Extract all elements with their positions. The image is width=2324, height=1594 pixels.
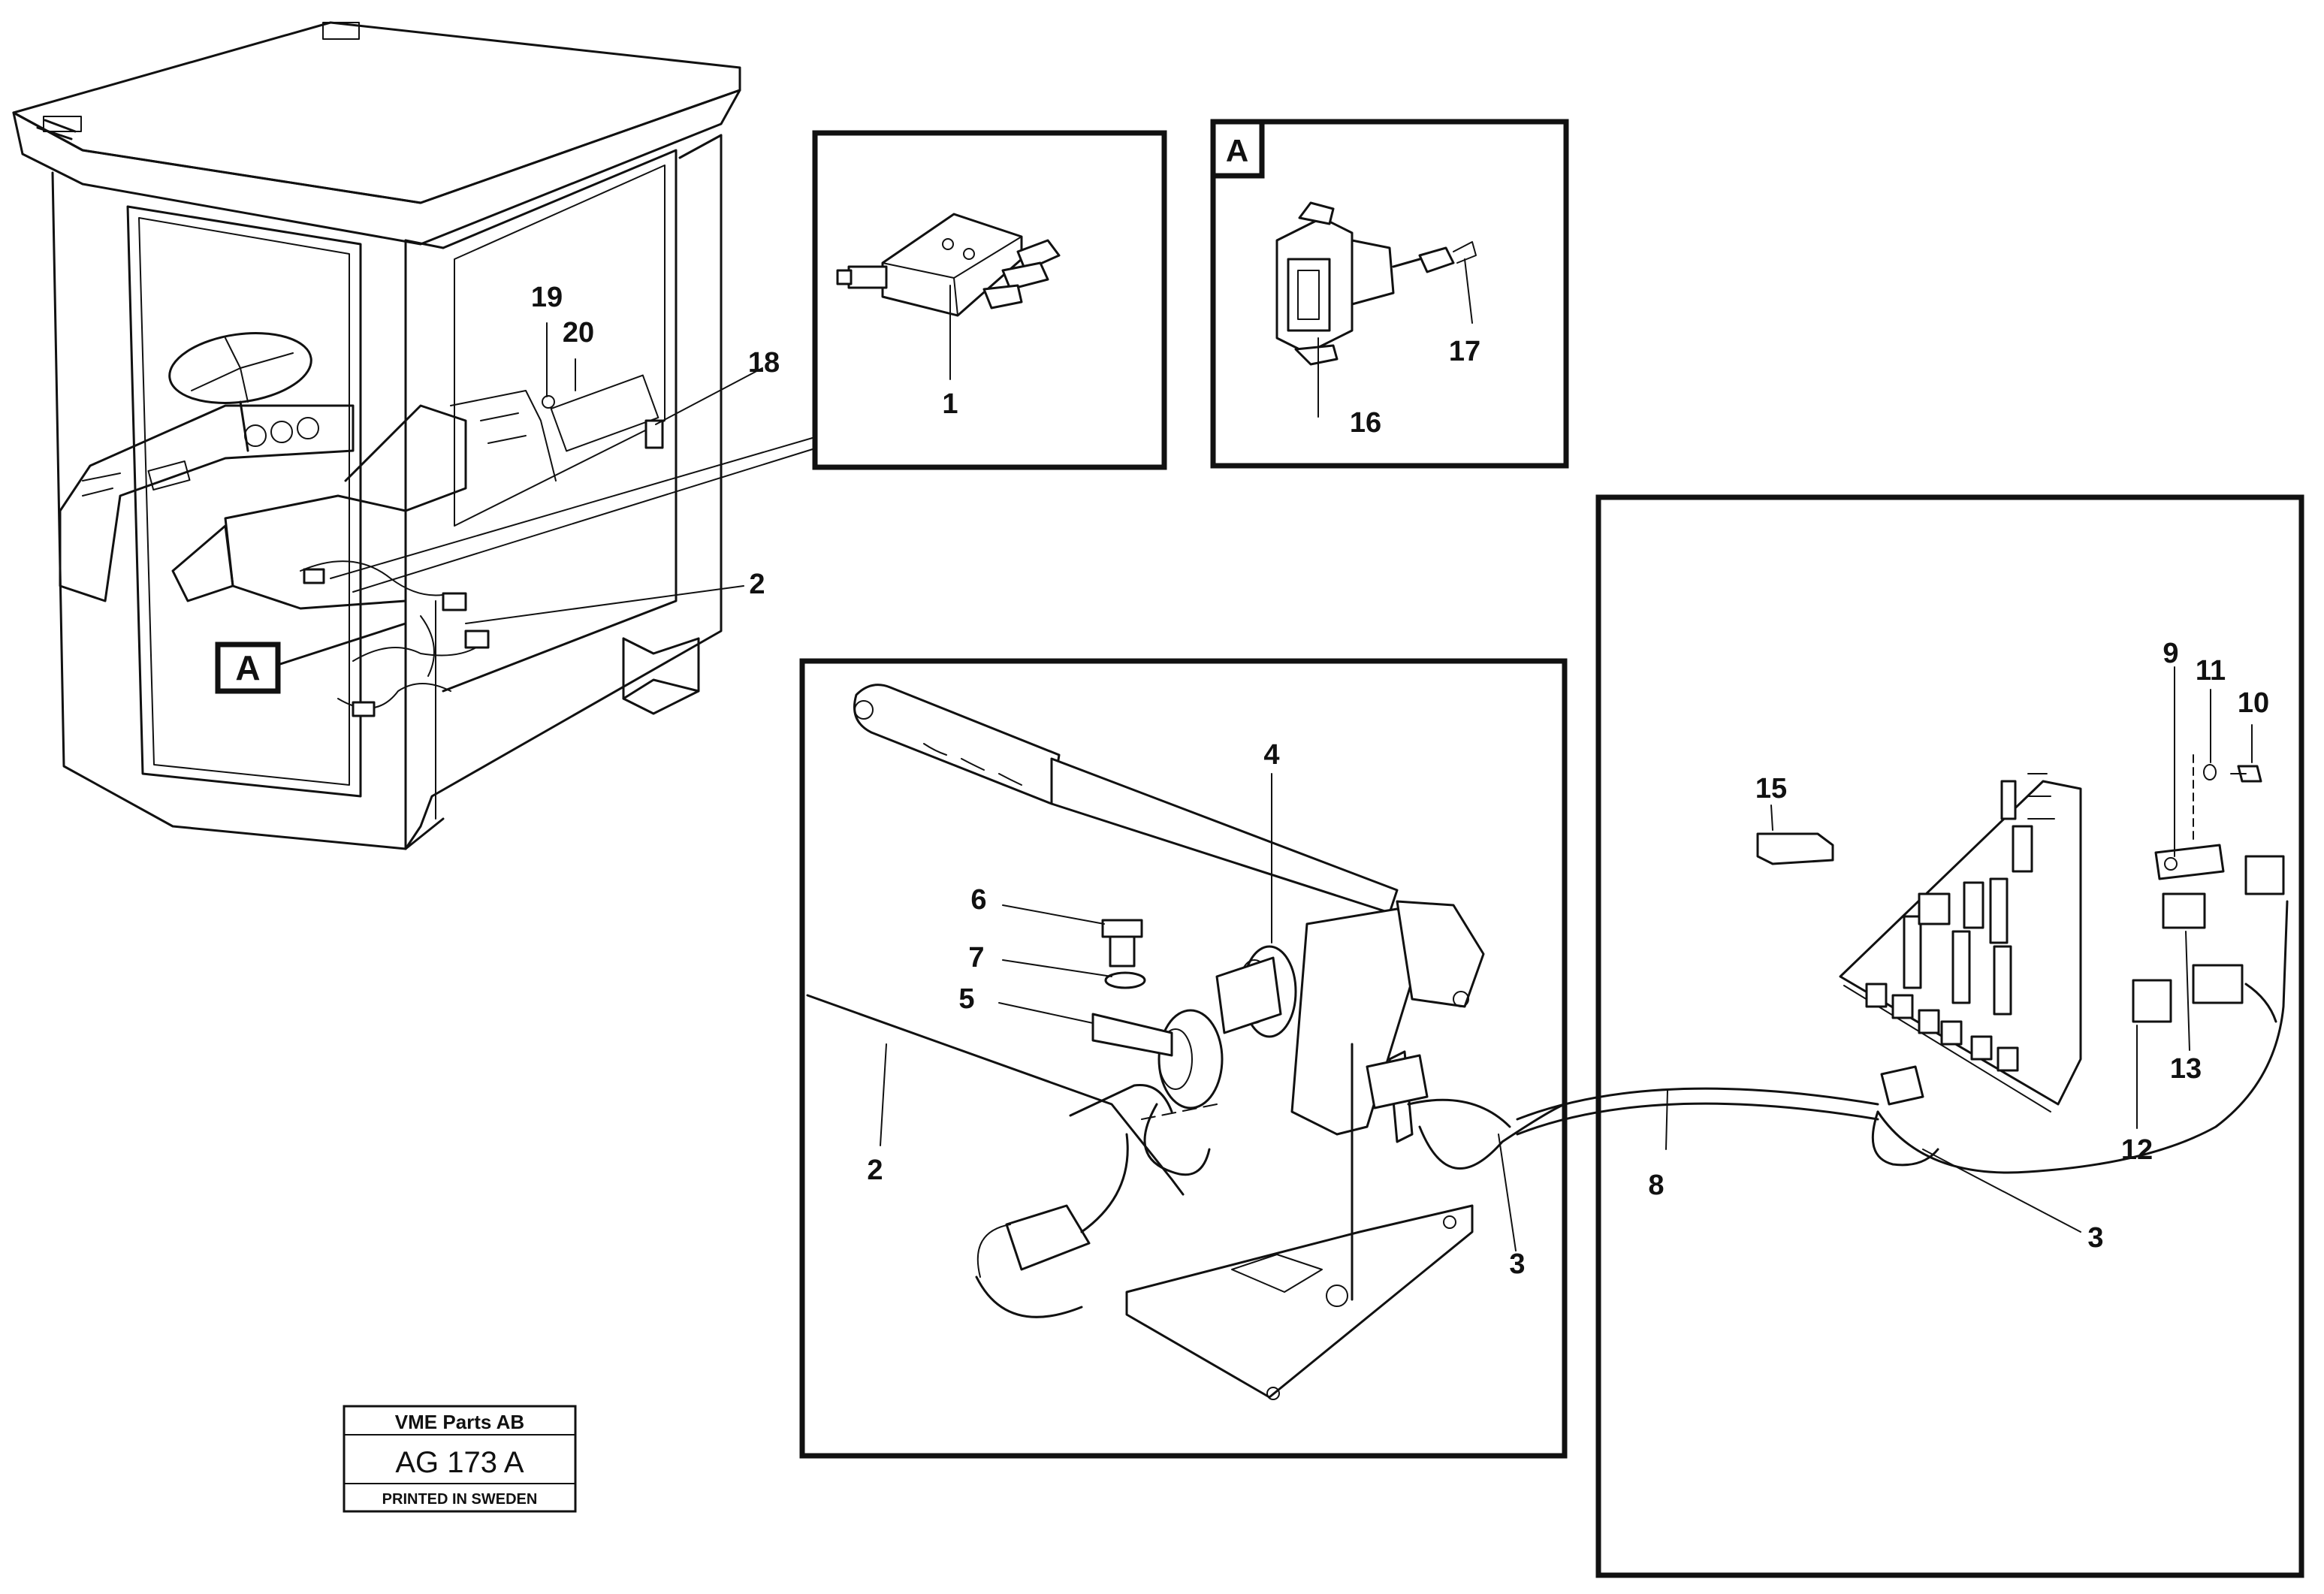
callout-15: 15 <box>1755 773 1787 805</box>
callout-4: 4 <box>1263 739 1279 771</box>
title-code: AG 173 A <box>395 1446 524 1479</box>
callout-2-cab: 2 <box>749 569 765 600</box>
title-block: VME Parts AB AG 173 A PRINTED IN SWEDEN <box>343 1405 577 1513</box>
inset-handbrake <box>799 658 1568 1459</box>
callout-13: 13 <box>2170 1053 2202 1085</box>
callout-3-electrical: 3 <box>2087 1222 2103 1254</box>
callout-11: 11 <box>2196 655 2226 687</box>
callout-2-brake: 2 <box>867 1155 883 1186</box>
callout-labels: 1 2 2 3 3 4 5 6 7 8 9 10 11 12 13 15 16 … <box>531 282 2269 1280</box>
inset-connector: A <box>1210 119 1569 469</box>
callout-18: 18 <box>748 347 780 379</box>
callout-10: 10 <box>2238 687 2269 719</box>
callout-19: 19 <box>531 282 563 313</box>
callout-9: 9 <box>2163 638 2178 669</box>
callout-5: 5 <box>958 983 974 1015</box>
cab-marker-label: A <box>235 648 260 687</box>
callout-8: 8 <box>1648 1170 1664 1201</box>
callout-20: 20 <box>563 317 594 349</box>
inset-electrical <box>1516 494 2304 1578</box>
callout-17: 17 <box>1449 336 1480 367</box>
title-company: VME Parts AB <box>395 1411 524 1433</box>
cab-illustration: A <box>12 21 816 850</box>
callout-7: 7 <box>968 942 984 974</box>
title-printed: PRINTED IN SWEDEN <box>382 1491 538 1508</box>
inset-switch <box>812 130 1167 470</box>
callout-6: 6 <box>970 884 986 916</box>
callout-16: 16 <box>1350 407 1381 439</box>
callout-12: 12 <box>2121 1134 2153 1166</box>
callout-3-brake: 3 <box>1509 1248 1525 1280</box>
callout-1: 1 <box>942 388 958 420</box>
inset-tag-label: A <box>1226 133 1248 168</box>
